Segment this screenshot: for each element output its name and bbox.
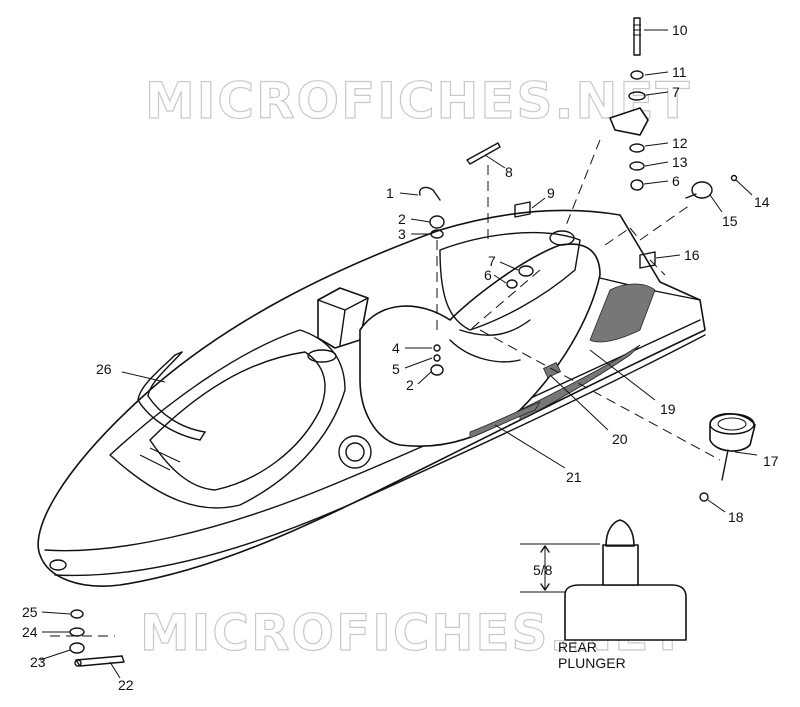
callout-12: 12 bbox=[672, 135, 688, 151]
callout-22: 22 bbox=[118, 677, 134, 693]
callout-5: 5 bbox=[392, 361, 400, 377]
gauge-part bbox=[709, 413, 756, 481]
rear-plunger-detail: 5/8 REAR PLUNGER bbox=[520, 519, 687, 671]
callout-23: 23 bbox=[30, 654, 46, 670]
callout-18: 18 bbox=[728, 509, 744, 525]
callout-7b: 7 bbox=[488, 253, 496, 269]
callout-25: 25 bbox=[22, 604, 38, 620]
callout-7a: 7 bbox=[672, 84, 680, 100]
callout-10: 10 bbox=[672, 22, 688, 38]
watercraft-hull bbox=[37, 209, 706, 587]
callout-2b: 2 bbox=[406, 377, 414, 393]
callout-6b: 6 bbox=[484, 267, 492, 283]
callout-11: 11 bbox=[672, 64, 687, 80]
callout-24: 24 bbox=[22, 624, 38, 640]
hardware-parts bbox=[69, 17, 738, 667]
callout-labels: 10 11 7 12 13 6 14 15 16 8 9 1 2 3 7 6 4… bbox=[22, 22, 779, 693]
callout-1: 1 bbox=[386, 185, 394, 201]
watermark-top: MICROFICHES.NET bbox=[145, 72, 692, 130]
plunger-dimension: 5/8 bbox=[533, 562, 553, 578]
callout-16: 16 bbox=[684, 247, 700, 263]
callout-9: 9 bbox=[547, 185, 555, 201]
callout-6a: 6 bbox=[672, 173, 680, 189]
callout-4: 4 bbox=[392, 340, 400, 356]
callout-3: 3 bbox=[398, 226, 406, 242]
callout-19: 19 bbox=[660, 401, 676, 417]
plunger-label-line2: PLUNGER bbox=[558, 655, 626, 671]
callout-14: 14 bbox=[754, 194, 770, 210]
callout-17: 17 bbox=[763, 453, 779, 469]
callout-20: 20 bbox=[612, 431, 628, 447]
callout-15: 15 bbox=[722, 213, 738, 229]
callout-8: 8 bbox=[505, 164, 513, 180]
callout-26: 26 bbox=[96, 361, 112, 377]
leader-lines bbox=[39, 29, 758, 679]
callout-21: 21 bbox=[566, 469, 582, 485]
callout-2a: 2 bbox=[398, 211, 406, 227]
plunger-label-line1: REAR bbox=[558, 639, 597, 655]
grab-handle bbox=[137, 351, 206, 441]
callout-13: 13 bbox=[672, 154, 688, 170]
